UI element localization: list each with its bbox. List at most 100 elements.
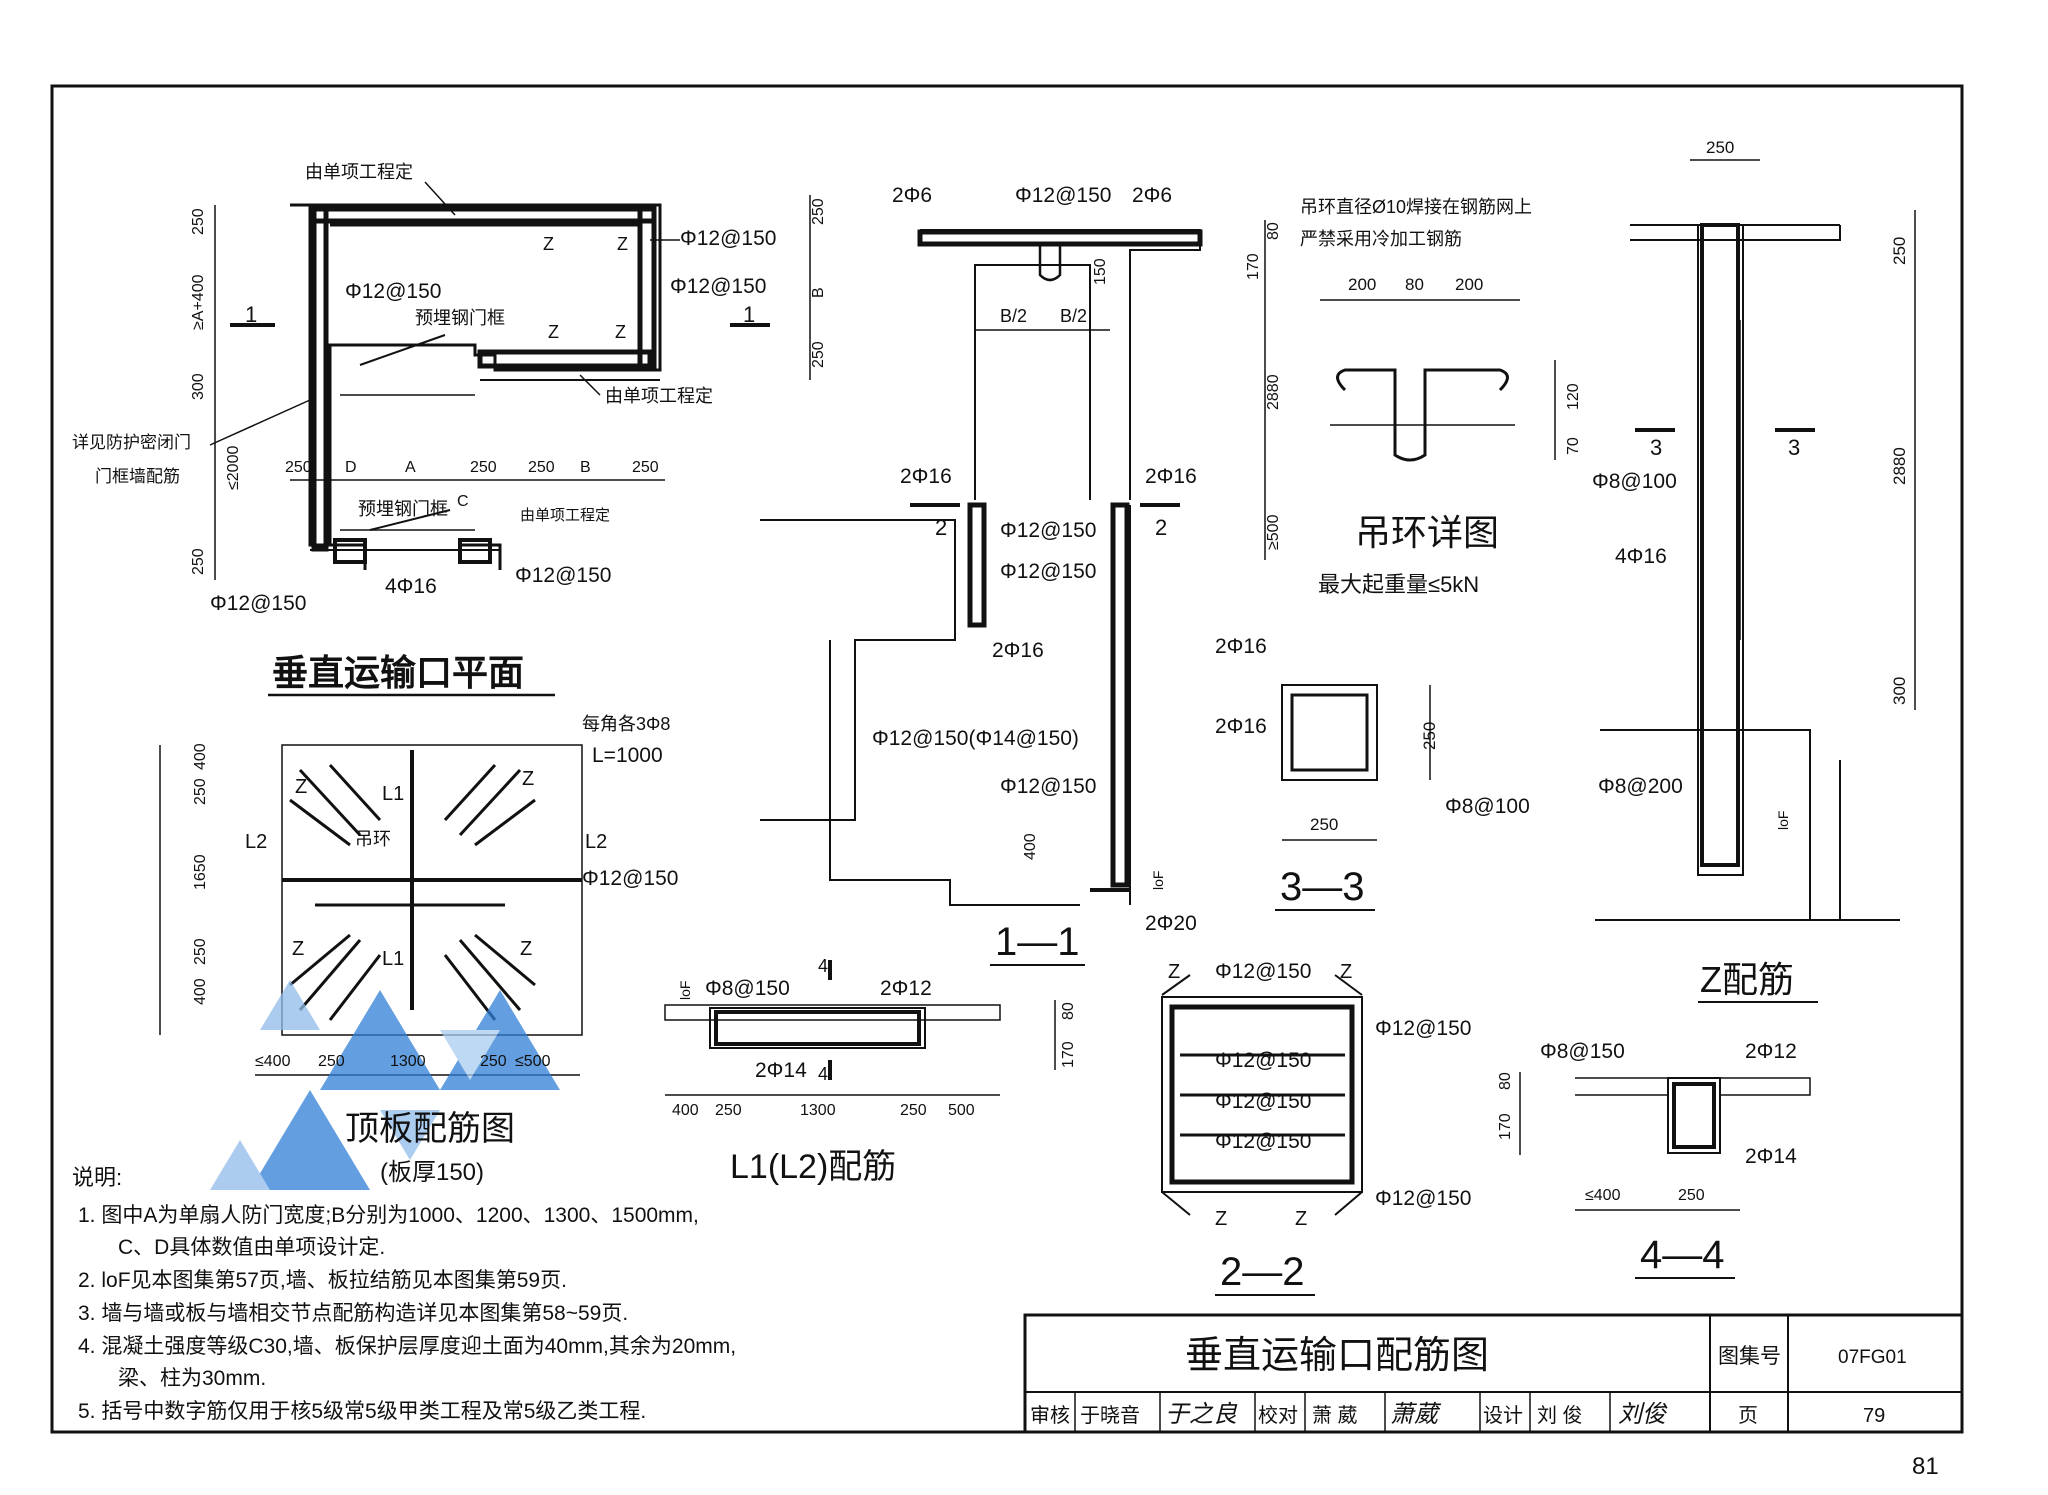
s22-r4: Φ12@150 <box>1215 1130 1311 1153</box>
beam-dim-b1: 400 <box>672 1102 699 1119</box>
slab-za: Z <box>295 776 307 798</box>
s33-dim-width: 250 <box>1310 815 1338 834</box>
s11-left-slab <box>760 519 956 821</box>
plan-by-project-small: 由单项工程定 <box>520 507 610 524</box>
plan-bottom-right-bar <box>458 538 492 564</box>
blue-triangle-watermark <box>210 980 560 1190</box>
plan-z1: Z <box>543 234 554 254</box>
beam-title: L1(L2)配筋 <box>730 1148 896 1186</box>
slab-dim-v4: 250 <box>192 938 209 965</box>
beam-l1-l2: Φ8@150 2Φ12 2Φ14 loF 80 170 400 250 1300… <box>664 956 1077 1186</box>
plan-note-2: 门框墙配筋 <box>95 467 180 486</box>
plan-wall-bottom <box>310 543 502 570</box>
z-sec3-left: 3 <box>1650 435 1662 460</box>
plan-bottom-bars: 4Φ16 <box>385 575 437 598</box>
section-4-4: Φ8@150 2Φ12 2Φ14 80 170 ≤400 250 4—4 <box>1497 1040 1811 1279</box>
s33-stirrup <box>1290 693 1369 772</box>
plan-right-rebar <box>637 206 657 372</box>
plan-dim-d250a: 250 <box>285 459 312 476</box>
plan-frame-label2: 预埋钢门框 <box>358 499 448 519</box>
slab-corner-note-1: 每角各3Φ8 <box>582 714 670 734</box>
plan-dim-r250a: 250 <box>810 198 827 225</box>
plan-by-project: 由单项工程定 <box>305 162 413 182</box>
plan-step-rebar <box>477 349 653 369</box>
plan-dim-300: 300 <box>190 373 207 400</box>
s11-dim-loF: loF <box>1150 871 1166 890</box>
slab-outline <box>281 744 583 1036</box>
ring-dim-80: 80 <box>1405 275 1424 294</box>
tb-design-label: 设计 <box>1483 1404 1523 1427</box>
note-3: 3. 墙与墙或板与墙相交节点配筋构造详见本图集第58~59页. <box>78 1302 628 1325</box>
s44-w2: 250 <box>1678 1187 1705 1204</box>
s11-title: 1—1 <box>995 920 1080 964</box>
plan-rebar-label-c: Φ12@150 <box>345 280 441 303</box>
tb-checker: 萧 葳 <box>1312 1404 1358 1427</box>
s44-stirrup <box>1672 1082 1716 1149</box>
s22-z3: Z <box>1215 1208 1227 1230</box>
slab-dim-v1: 400 <box>192 743 209 770</box>
ring-detail: 吊环直径Ø10焊接在钢筋网上 严禁采用冷加工钢筋 200 80 200 120 … <box>1300 197 1582 597</box>
s11-wall-outline <box>920 229 1201 500</box>
slab-dim-h5: ≤500 <box>515 1053 551 1070</box>
sheet-page-number: 81 <box>1912 1453 1939 1480</box>
z-dim-top: 250 <box>1706 138 1734 157</box>
slab-dim-h3: 1300 <box>390 1053 426 1070</box>
ring-dim-200b: 200 <box>1455 275 1483 294</box>
plan-z3: Z <box>548 322 559 342</box>
s22-r1: Φ12@150 <box>1375 1017 1471 1040</box>
s11-rebar-2: Φ12@150 <box>1000 560 1096 583</box>
s22-r3: Φ12@150 <box>1215 1090 1311 1113</box>
slab-zc: Z <box>292 938 304 960</box>
plan-leader-r2 <box>579 374 601 396</box>
section-1-1: 2Φ6 Φ12@150 2Φ6 B/2 B/2 80 170 150 2880 … <box>760 184 1282 966</box>
plan-dim-D: D <box>345 459 357 476</box>
s44-d80: 80 <box>1497 1072 1514 1090</box>
plan-bottom-left-bar <box>333 538 367 564</box>
beam-rebar <box>714 1010 921 1046</box>
beam-dim-80: 80 <box>1060 1002 1077 1020</box>
note-2: 2. loF见本图集第57页,墙、板拉结筋见本图集第59页. <box>78 1269 567 1292</box>
ring-note-1: 吊环直径Ø10焊接在钢筋网上 <box>1300 197 1532 217</box>
s44-d170: 170 <box>1497 1113 1514 1140</box>
title-block-frame <box>1023 1313 1964 1434</box>
slab-dim-h4: 250 <box>480 1053 507 1070</box>
beam-sec4-bottom: 4 <box>818 1064 828 1084</box>
s11-bars-right: 2Φ16 <box>1145 465 1197 488</box>
plan-dim-d250d: 250 <box>632 459 659 476</box>
s11-dim-400: 400 <box>1022 833 1039 860</box>
z-dim-250: 250 <box>1890 237 1909 265</box>
s11-rebar-1: Φ12@150 <box>1000 519 1096 542</box>
plan-frame-leader2 <box>369 509 451 531</box>
plan-leader-top <box>424 181 456 216</box>
ring-shape <box>1336 368 1509 462</box>
slab-zd: Z <box>520 938 532 960</box>
slab-rebar: Φ12@150 <box>582 867 678 890</box>
ring-title: 吊环详图 <box>1355 512 1499 553</box>
s11-lifting-ring <box>1038 245 1062 282</box>
s33-bars-top: 2Φ16 <box>1215 635 1267 658</box>
z-bottom <box>1600 729 1841 920</box>
s33-column <box>1281 684 1378 781</box>
s22-top: Φ12@150 <box>1215 960 1311 983</box>
plan-frame-label: 预埋钢门框 <box>415 308 505 328</box>
tb-page-no: 79 <box>1863 1405 1885 1427</box>
s44-w1: ≤400 <box>1585 1187 1621 1204</box>
slab-corner-bars-tr <box>443 763 536 847</box>
beam-body <box>709 1007 926 1049</box>
s22-outline <box>1161 996 1363 1193</box>
z-bars: 4Φ16 <box>1615 545 1667 568</box>
slab-ring: 吊环 <box>355 829 391 849</box>
slab-plan: 每角各3Φ8 L=1000 Φ12@150 吊环 L1 L1 L2 L2 Z Z… <box>159 714 678 1190</box>
z-dim-2880: 2880 <box>1890 447 1909 485</box>
plan-rebar-label-b: Φ12@150 <box>670 275 766 298</box>
z-rebar: 250 250 2880 300 Φ8@100 4Φ16 Φ8@200 loF … <box>1592 138 1916 1003</box>
beam-loF: loF <box>677 981 693 1000</box>
beam-top: 2Φ12 <box>880 977 932 1000</box>
z-rebar-cage <box>1700 223 1740 867</box>
plan-left-rebar <box>311 206 329 552</box>
plan-z2: Z <box>617 234 628 254</box>
s11-top-slab-rebar <box>917 229 1203 247</box>
s44-stirrup: Φ8@150 <box>1540 1040 1625 1063</box>
slab-title: 顶板配筋图 <box>345 1110 515 1148</box>
s11-sec2-right: 2 <box>1155 515 1167 540</box>
